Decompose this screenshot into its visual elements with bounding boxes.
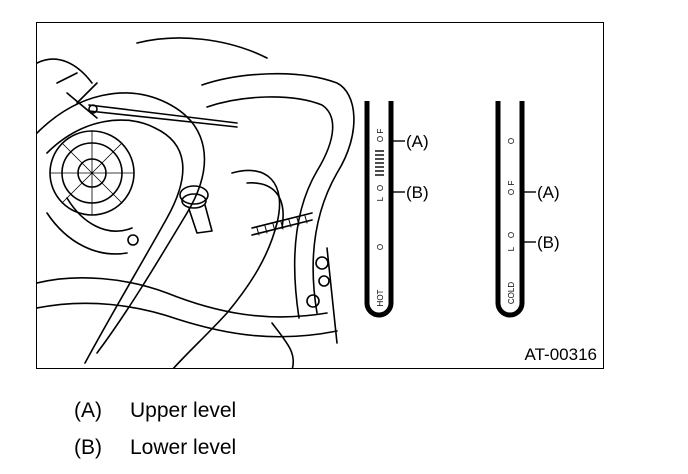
figure-frame: O L O F O HOT (A) (B) O F O O L COLD (A)…	[36, 22, 604, 369]
hot-dipstick: O L O F O HOT (A) (B)	[364, 101, 429, 318]
figure-code: AT-00316	[524, 345, 597, 364]
hot-mark-f: F	[376, 128, 385, 133]
hot-mark-o-high: O	[376, 136, 385, 142]
cold-bottom-label: COLD	[507, 282, 516, 304]
cold-mark-f: F	[507, 180, 516, 185]
legend-item-lower-level: (B) Lower level	[74, 436, 236, 460]
figure-illustration: O L O F O HOT (A) (B) O F O O L COLD (A)…	[37, 37, 560, 368]
hot-mark-o-low: O	[376, 244, 385, 250]
hot-callout-b: (B)	[406, 183, 429, 202]
hot-bottom-label: HOT	[376, 289, 385, 306]
cold-callout-b: (B)	[537, 233, 560, 252]
hot-callout-a: (A)	[406, 132, 429, 151]
cold-mark-o-mid: O	[507, 189, 516, 195]
hot-mark-l: L	[376, 196, 385, 201]
cold-mark-l: L	[507, 246, 516, 251]
hot-mark-o: O	[376, 185, 385, 191]
legend-key: (A)	[74, 399, 102, 422]
cold-dipstick: O F O O L COLD (A) (B)	[495, 101, 560, 318]
legend-text: Upper level	[130, 399, 237, 422]
cold-mark-o-top: O	[507, 138, 516, 144]
legend-key: (B)	[74, 436, 102, 459]
legend-text: Lower level	[130, 436, 237, 459]
cold-callout-a: (A)	[537, 183, 560, 202]
engine-bay-drawing	[37, 37, 355, 368]
legend-item-upper-level: (A) Upper level	[74, 399, 236, 423]
cold-mark-o-low: O	[507, 232, 516, 238]
